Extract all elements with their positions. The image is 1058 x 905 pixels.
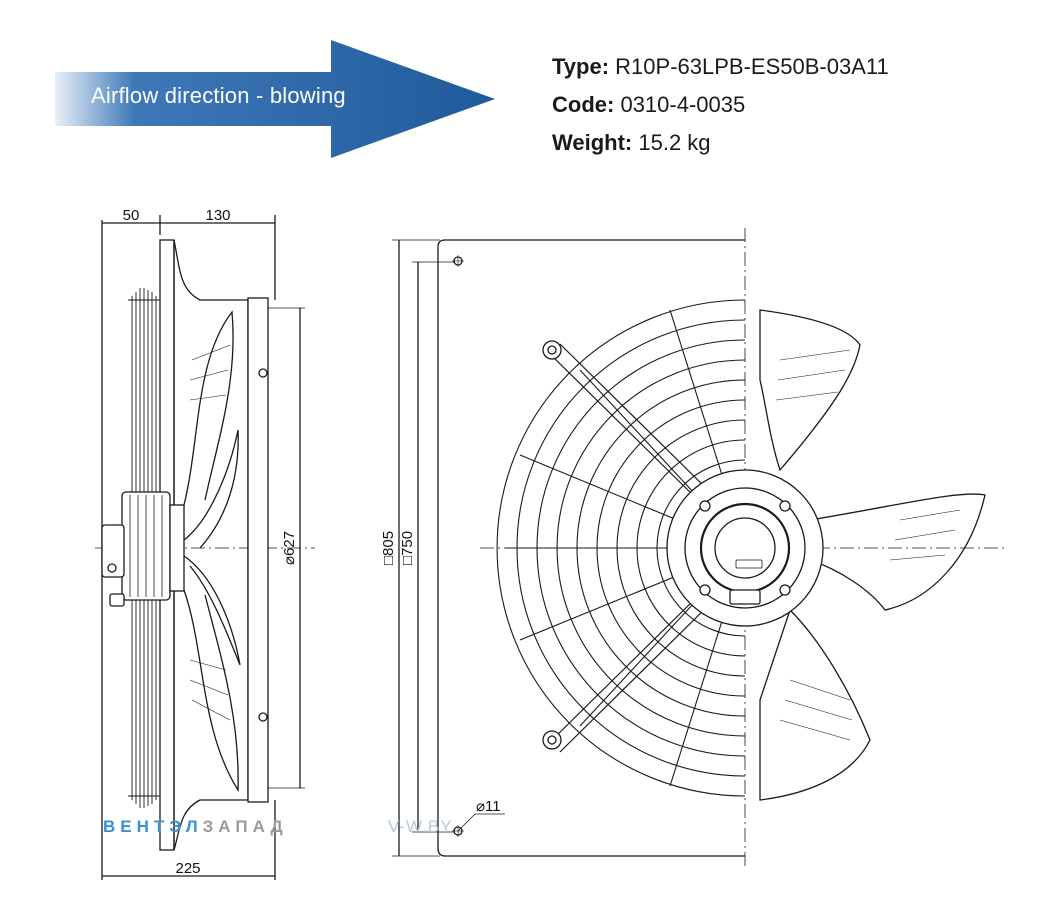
dim-750-label: □750: [399, 531, 416, 565]
spec-code-value: 0310-4-0035: [620, 92, 746, 117]
watermark-part2: ЗАПАД: [202, 817, 288, 836]
dim-130-label: 130: [205, 207, 230, 224]
airflow-direction-label: Airflow direction - blowing: [91, 83, 346, 108]
dim-11-label: ⌀11: [476, 798, 501, 815]
front-view: [392, 228, 1005, 866]
spec-list: Type: R10P-63LPB-ES50B-03A11 Code: 0310-…: [552, 48, 889, 162]
watermark-logo: ВЕНТЭЛЗАПАД: [103, 817, 288, 837]
airflow-direction-banner: Airflow direction - blowing: [55, 40, 495, 158]
spec-code-key: Code:: [552, 92, 615, 117]
spec-code: Code: 0310-4-0035: [552, 86, 889, 124]
spec-weight-key: Weight:: [552, 130, 633, 155]
spec-type-value: R10P-63LPB-ES50B-03A11: [615, 54, 889, 79]
side-view: [95, 215, 315, 880]
dim-805-label: □805: [380, 531, 397, 565]
spec-weight: Weight: 15.2 kg: [552, 124, 889, 162]
watermark-part1: ВЕНТЭЛ: [103, 817, 203, 836]
spec-weight-value: 15.2 kg: [638, 130, 711, 155]
dim-50-label: 50: [123, 207, 140, 224]
dim-627-label: ⌀627: [281, 531, 298, 565]
dim-225-label: 225: [175, 860, 200, 877]
spec-type: Type: R10P-63LPB-ES50B-03A11: [552, 48, 889, 86]
watermark-url: V-W.BY: [388, 817, 453, 836]
airflow-arrow-icon: [55, 40, 495, 158]
spec-type-key: Type:: [552, 54, 610, 79]
